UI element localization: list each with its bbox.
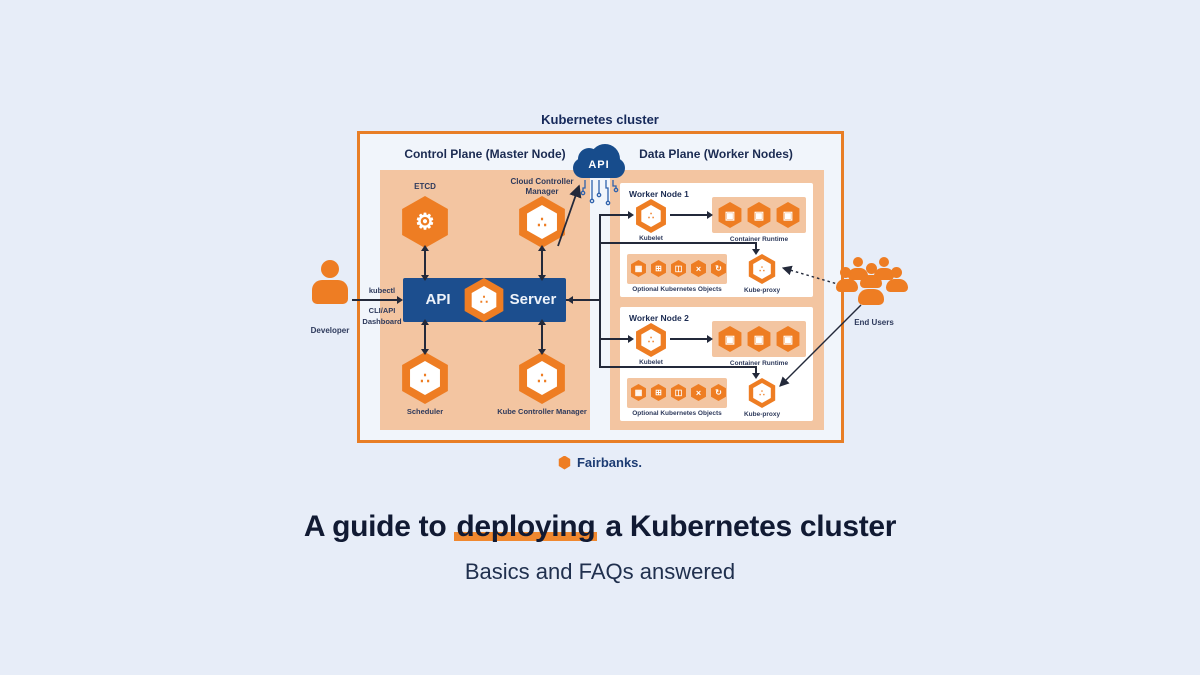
optional-object-icon-3: ◫ (671, 384, 686, 401)
line-to-kubeproxy-2 (600, 366, 757, 368)
arrowhead-kubelet-1 (628, 211, 634, 219)
kubelet-label: Kubelet (639, 235, 663, 242)
arrow-developer-apiserver (352, 299, 398, 301)
container-icon: ▣ (776, 202, 800, 228)
optional-object-icon-1: ▦ (631, 260, 646, 277)
data-plane-heading: Data Plane (Worker Nodes) (639, 147, 793, 161)
container-icon: ▣ (718, 326, 742, 352)
container-icon: ▣ (747, 202, 771, 228)
container-runtime-label: Container Runtime (729, 236, 789, 243)
optional-objects-label: Optional Kubernetes Objects (632, 286, 722, 293)
etcd-icon: ⚙ (402, 196, 448, 248)
optional-object-icon-3: ◫ (671, 260, 686, 277)
developer-icon (305, 260, 355, 306)
line-to-kubeproxy-2-drop (755, 366, 757, 373)
optional-objects-panel: ▦ ⊞ ◫ × ↻ (627, 378, 727, 408)
diagram-title: Kubernetes cluster (541, 112, 659, 127)
optional-object-icon-2: ⊞ (651, 260, 666, 277)
kube-proxy-icon: ∴ (748, 378, 776, 408)
optional-object-icon-4: × (691, 384, 706, 401)
container-runtime-label: Container Runtime (729, 360, 789, 367)
optional-object-icon-4: × (691, 260, 706, 277)
kube-proxy-icon: ∴ (748, 254, 776, 284)
optional-object-icon-5: ↻ (711, 384, 726, 401)
container-icon: ▣ (776, 326, 800, 352)
worker-node-1-box: Worker Node 1 ∴ Kubelet ▣ ▣ ▣ Container … (620, 183, 813, 297)
kube-proxy-label: Kube-proxy (743, 411, 781, 418)
api-server-label-right: Server (509, 291, 557, 308)
worker-node-1-title: Worker Node 1 (629, 189, 689, 199)
arrow-ccm-apiserver (538, 245, 546, 281)
circuit-lines (580, 180, 619, 206)
line-to-kubeproxy-1 (600, 242, 757, 244)
arrowhead-into-apiserver-left (397, 296, 403, 304)
kubelet-icon: ∴ (636, 323, 666, 357)
kube-proxy-label: Kube-proxy (743, 287, 781, 294)
kube-controller-manager-label: Kube Controller Manager (497, 407, 587, 416)
end-users-label: End Users (854, 318, 894, 327)
caption-title-suffix: a Kubernetes cluster (597, 510, 897, 543)
caption-title-highlight: deploying (454, 510, 598, 543)
cloud-api-label: API (588, 159, 610, 171)
etcd-label: ETCD (414, 182, 436, 191)
scheduler-label: Scheduler (406, 407, 444, 416)
end-users-icon (836, 254, 908, 308)
container-icon: ▣ (747, 326, 771, 352)
brand-name: Fairbanks. (576, 455, 643, 470)
cloud-controller-manager-label: Cloud Controller Manager (510, 177, 574, 196)
line-apiserver-trunk (566, 299, 600, 301)
kubelet-icon: ∴ (636, 199, 666, 233)
api-server-icon: ∴ (464, 278, 504, 322)
control-plane-heading: Control Plane (Master Node) (404, 147, 566, 161)
kubelet-label: Kubelet (639, 359, 663, 366)
trunk-line (599, 214, 601, 368)
arrow-apiserver-kcm (538, 319, 546, 355)
cli-api-label: CLI/API (368, 306, 396, 315)
container-runtime-panel: ▣ ▣ ▣ (712, 197, 806, 233)
kubectl-label: kubectl (368, 286, 396, 295)
optional-object-icon-1: ▦ (631, 384, 646, 401)
arrow-apiserver-scheduler (421, 319, 429, 355)
fairbanks-logo-icon (558, 455, 571, 470)
line-to-kubeproxy-1-drop (755, 242, 757, 249)
arrowhead-kubelet-2 (628, 335, 634, 343)
api-server-label-left: API (425, 291, 451, 308)
container-icon: ▣ (718, 202, 742, 228)
worker-node-2-box: Worker Node 2 ∴ Kubelet ▣ ▣ ▣ Container … (620, 307, 813, 421)
developer-label: Developer (310, 326, 350, 335)
brand-logo: Fairbanks. (0, 455, 1200, 470)
arrow-etcd-apiserver (421, 245, 429, 281)
optional-objects-panel: ▦ ⊞ ◫ × ↻ (627, 254, 727, 284)
arrowhead-kubeproxy-2 (752, 373, 760, 379)
line-to-kubelet-2 (600, 338, 629, 340)
caption-subtitle: Basics and FAQs answered (464, 559, 736, 584)
worker-node-2-title: Worker Node 2 (629, 313, 689, 323)
line-to-kubelet-1 (600, 214, 629, 216)
container-runtime-panel: ▣ ▣ ▣ (712, 321, 806, 357)
optional-object-icon-2: ⊞ (651, 384, 666, 401)
cloud-api-icon: API (570, 142, 630, 212)
arrowhead-kubeproxy-1 (752, 249, 760, 255)
optional-objects-label: Optional Kubernetes Objects (632, 410, 722, 417)
arrowhead-into-apiserver-right (567, 296, 573, 304)
dashboard-label: Dashboard (362, 317, 402, 326)
optional-object-icon-5: ↻ (711, 260, 726, 277)
caption-title: A guide to deploying a Kubernetes cluste… (0, 510, 1200, 544)
caption-title-prefix: A guide to (303, 510, 455, 543)
